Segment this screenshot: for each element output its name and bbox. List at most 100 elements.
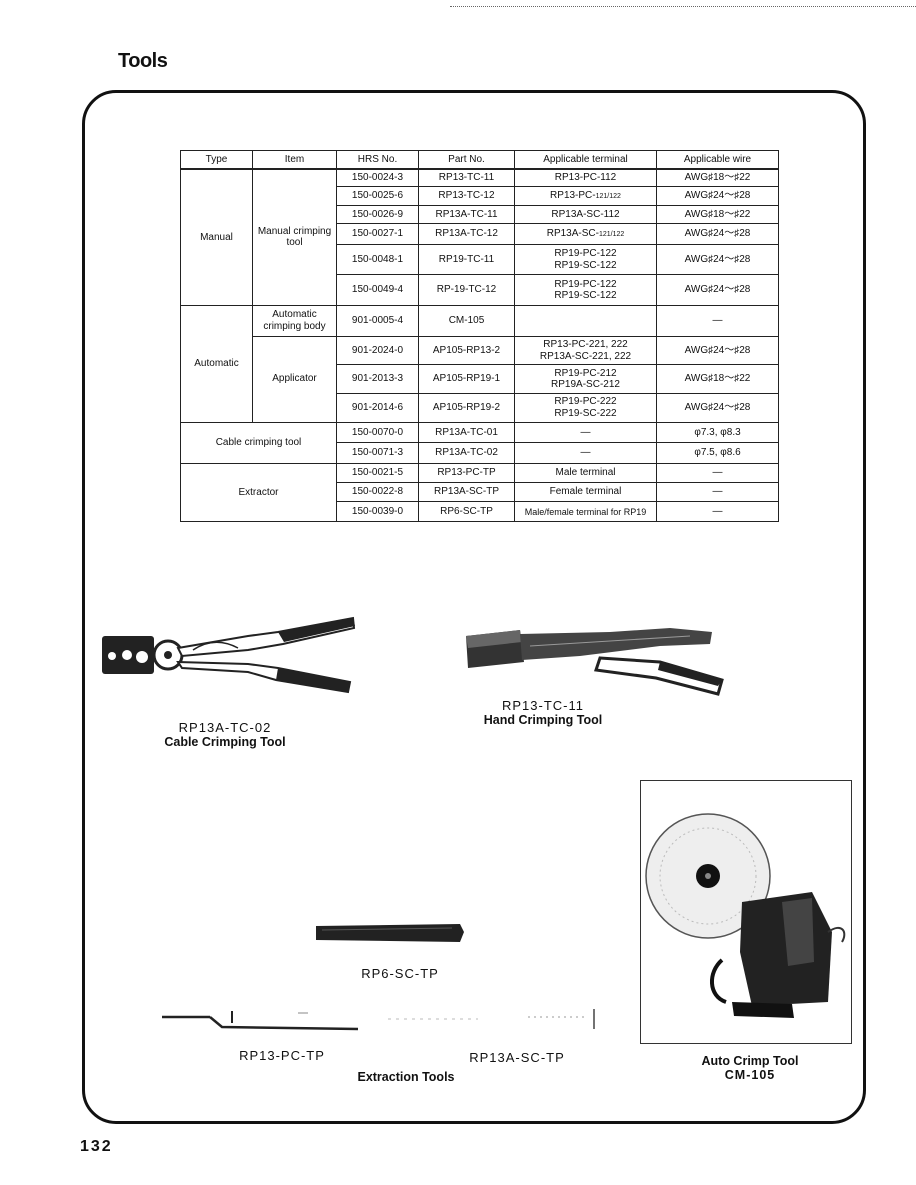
auto-crimp-part: CM-105	[724, 1068, 776, 1082]
terminal-line-2: RP13A-SC-221, 222	[539, 350, 632, 362]
hrs-no: 901-2014-6	[336, 393, 419, 423]
hand-crimping-caption: RP13-TC-11 Hand Crimping Tool	[478, 698, 608, 727]
auto-crimp-caption: Auto Crimp Tool CM-105	[676, 1054, 824, 1082]
applicable-terminal: RP13A-SC-112	[514, 204, 657, 225]
hrs-no: 150-0022-8	[336, 481, 419, 503]
part-no: RP13A-TC-12	[418, 223, 515, 245]
part-no: RP13-TC-11	[418, 167, 515, 188]
type-manual: Manual	[180, 167, 253, 307]
hand-crimping-tool-image	[466, 628, 724, 696]
header-part-no: Part No.	[418, 150, 515, 170]
part-no: RP13-TC-12	[418, 186, 515, 206]
hrs-no: 150-0039-0	[336, 501, 419, 522]
part-no: AP105-RP19-2	[418, 393, 515, 423]
auto-crimp-photo-frame	[640, 780, 852, 1044]
extraction-tools-name: Extraction Tools	[357, 1070, 455, 1084]
part-no: RP13A-TC-01	[418, 421, 515, 444]
applicable-wire: AWG♯18～♯22	[656, 364, 779, 395]
applicable-wire: AWG♯24～♯28	[656, 274, 779, 307]
applicable-wire: φ7.3, φ8.3	[656, 421, 779, 444]
part-no: RP13-PC-TP	[418, 462, 515, 484]
hrs-no: 901-0005-4	[336, 305, 419, 337]
cable-crimping-name: Cable Crimping Tool	[164, 735, 286, 749]
terminal-line-2: RP19-SC-122	[554, 259, 617, 271]
terminal-line-2: RP19-SC-122	[554, 290, 617, 302]
part-no: RP-19-TC-12	[418, 274, 515, 307]
terminal-line-1: RP19-PC-222	[554, 396, 617, 408]
applicable-terminal: Male terminal	[514, 462, 657, 484]
applicable-terminal	[514, 305, 657, 337]
terminal-text: RP13-PC-	[550, 190, 596, 202]
hrs-no: 150-0021-5	[336, 462, 419, 484]
page-number: 132	[80, 1138, 113, 1155]
applicable-wire: AWG♯24～♯28	[656, 393, 779, 423]
table-row: 150-0026-9 RP13A-TC-11 RP13A-SC-112 AWG♯…	[181, 204, 779, 225]
hrs-no: 150-0025-6	[336, 186, 419, 206]
part-no: AP105-RP13-2	[418, 335, 515, 366]
table-row: Manual Manual crimping tool 150-0024-3 R…	[180, 167, 779, 307]
hand-crimping-part: RP13-TC-11	[501, 698, 584, 713]
page-title: Tools	[118, 50, 168, 72]
auto-crimp-tool-image	[645, 813, 846, 1018]
header-item: Item	[252, 150, 337, 170]
header-hrs-no: HRS No.	[336, 150, 419, 170]
hrs-no: 150-0027-1	[336, 223, 419, 245]
table-row: Cable crimping tool 150-0070-0 RP13A-TC-…	[180, 421, 779, 464]
applicable-wire: φ7.5, φ8.6	[656, 442, 779, 464]
table-row: Extractor 150-0021-5 RP13-PC-TP Male ter…	[180, 462, 779, 523]
table-row: 150-0071-3 RP13A-TC-02 — φ7.5, φ8.6	[181, 442, 779, 464]
terminal-line-1: RP19-PC-212	[554, 367, 617, 379]
type-automatic: Automatic	[180, 305, 253, 423]
terminal-line-1: RP13-PC-221, 222	[543, 339, 628, 351]
rp13pc-caption: RP13-PC-TP	[222, 1048, 342, 1063]
hrs-no: 150-0049-4	[336, 274, 419, 307]
part-no: RP19-TC-11	[418, 243, 515, 276]
part-no: AP105-RP19-1	[418, 364, 515, 395]
terminal-line-1: RP19-PC-122	[554, 278, 617, 290]
hrs-no: 150-0048-1	[336, 243, 419, 276]
applicable-terminal: Male/female terminal for RP19	[514, 501, 657, 522]
type-extractor: Extractor	[180, 462, 337, 523]
applicable-wire: AWG♯24～♯28	[656, 335, 779, 366]
hrs-no: 150-0071-3	[336, 442, 419, 464]
cable-crimping-caption: RP13A-TC-02 Cable Crimping Tool	[160, 720, 290, 749]
hand-crimping-name: Hand Crimping Tool	[483, 713, 603, 727]
applicable-terminal: —	[514, 442, 657, 464]
rp13asc-caption: RP13A-SC-TP	[452, 1050, 582, 1065]
hrs-no: 150-0024-3	[336, 167, 419, 188]
hrs-no: 901-2024-0	[336, 335, 419, 366]
applicable-terminal: —	[514, 421, 657, 444]
part-no: RP13A-TC-02	[418, 442, 515, 464]
header-applicable-wire: Applicable wire	[656, 150, 779, 170]
item-manual-crimping-tool: Manual crimping tool	[252, 167, 337, 307]
terminal-text: RP13A-SC-	[546, 228, 599, 240]
part-no: RP13A-SC-TP	[418, 481, 515, 503]
part-no: RP6-SC-TP	[418, 501, 515, 522]
cable-crimping-part: RP13A-TC-02	[178, 720, 272, 735]
applicable-wire: AWG♯18～♯22	[656, 167, 779, 188]
applicable-wire: AWG♯18～♯22	[656, 204, 779, 225]
table-row: 150-0039-0 RP6-SC-TP Male/female termina…	[181, 501, 779, 522]
rp13asc-part: RP13A-SC-TP	[469, 1050, 565, 1065]
type-cable-crimping-tool: Cable crimping tool	[180, 421, 337, 464]
content-frame	[82, 90, 866, 1124]
applicable-wire: —	[656, 462, 779, 484]
header-applicable-terminal: Applicable terminal	[514, 150, 657, 170]
terminal-line-2: RP19-SC-222	[554, 407, 617, 419]
applicable-terminal: RP13-PC-112	[514, 167, 657, 188]
extraction-tools-caption: Extraction Tools	[336, 1070, 476, 1084]
applicable-wire: —	[656, 481, 779, 503]
item-automatic-crimping-body: Automatic crimping body	[252, 305, 337, 337]
applicable-wire: —	[656, 305, 779, 337]
spec-table: Type Item HRS No. Part No. Applicable te…	[180, 150, 779, 523]
applicable-wire: AWG♯24～♯28	[656, 223, 779, 245]
table-row: Automatic Automatic crimping body 901-00…	[180, 305, 779, 423]
rp6-sc-tp-image	[316, 924, 464, 942]
